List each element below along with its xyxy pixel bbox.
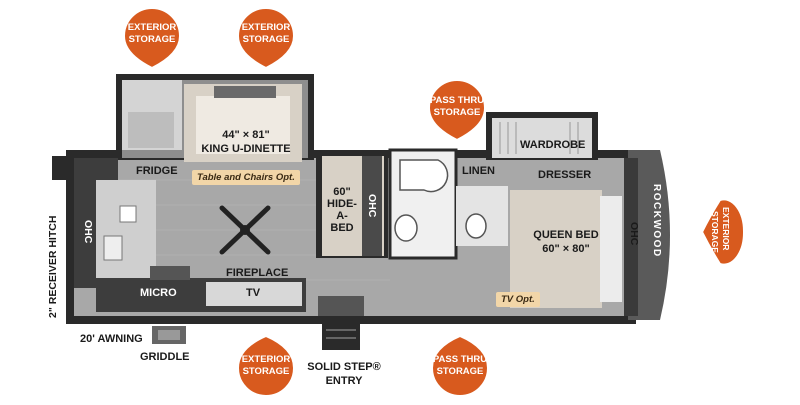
awning-label: 20' AWNING [80, 333, 143, 345]
griddle-label: GRIDDLE [140, 351, 190, 363]
front-ohc-label: OHC [628, 222, 640, 246]
receiver-hitch [52, 156, 66, 180]
badge-line: PASS THRU [432, 354, 488, 365]
queen-bed [510, 190, 602, 308]
cooktop [119, 205, 137, 223]
badge-exterior-storage-top-center: EXTERIOR STORAGE [242, 22, 291, 46]
solid-step-label: SOLID STEP® [307, 361, 381, 373]
dresser-label: DRESSER [538, 169, 592, 181]
badge-line: EXTERIOR [127, 22, 177, 33]
tv-label: TV [246, 287, 261, 299]
griddle-surface [158, 330, 180, 340]
brand-label: ROCKWOOD [651, 184, 662, 258]
u-dinette-cushion [196, 96, 290, 154]
badge-exterior-storage-bottom: EXTERIOR STORAGE [242, 354, 291, 378]
badge-pass-thru-storage-bottom: PASS THRU STORAGE [433, 354, 487, 378]
hide-a-bed-ohc [362, 156, 382, 256]
rear-ohc-label: OHC [82, 220, 94, 244]
tv-option: TV Opt. [496, 292, 540, 307]
wardrobe-label: WARDROBE [520, 139, 586, 151]
badge-line: EXTERIOR [241, 354, 291, 365]
entry-door [318, 296, 364, 316]
dinette-size-label: 44" × 81" [222, 129, 270, 141]
queen-bed-size-label: 60" × 80" [542, 243, 590, 255]
fireplace-label: FIREPLACE [226, 267, 289, 279]
badge-exterior-storage-top-left: EXTERIOR STORAGE [128, 22, 177, 46]
badges [122, 6, 746, 397]
solid-step [322, 322, 360, 350]
micro-label: MICRO [140, 287, 177, 299]
badge-pass-thru-storage-top: PASS THRU STORAGE [430, 95, 484, 119]
front-ohc [624, 158, 638, 316]
microwave [150, 266, 190, 280]
table-chairs-option: Table and Chairs Opt. [192, 170, 300, 185]
hide-a-bed-ohc-label: OHC [366, 194, 378, 218]
queen-bed-label: QUEEN BED [533, 229, 599, 241]
hide-a-bed-label: 60" HIDE- A- BED [322, 186, 362, 234]
front-cap [628, 150, 670, 320]
badge-line: PASS THRU [429, 95, 485, 106]
shower [399, 159, 449, 193]
solid-step-treads [326, 329, 356, 339]
badge-line: STORAGE [242, 366, 290, 377]
toilet [394, 214, 418, 242]
hide-a-bed-line: A- [336, 210, 348, 222]
badge-line: EXTERIOR [241, 22, 291, 33]
fridge-cabinet [128, 112, 174, 148]
linen-label: LINEN [462, 165, 495, 177]
ceiling-fan-hub [240, 225, 250, 235]
kitchen-sink [103, 235, 123, 261]
fridge-label: FRIDGE [136, 165, 178, 177]
badge-line: STORAGE [242, 34, 290, 45]
hide-a-bed-line: HIDE- [327, 198, 357, 210]
receiver-hitch-text: 2" RECEIVER HITCH [47, 215, 59, 318]
hide-a-bed-line: BED [330, 222, 354, 234]
entry-label: ENTRY [325, 375, 363, 387]
wardrobe-hangers [499, 122, 579, 154]
badge-exterior-storage-right-line1: EXTERIOR [721, 207, 731, 251]
badge-line: STORAGE [436, 366, 484, 377]
kitchen-counter [96, 180, 156, 286]
dinette-name-label: KING U-DINETTE [201, 143, 291, 155]
hide-a-bed-line: 60" [333, 186, 351, 198]
sink [465, 213, 487, 239]
tv-cabinet [206, 282, 302, 306]
badge-line: STORAGE [433, 107, 481, 118]
dinette-window [214, 86, 276, 98]
wardrobe [492, 118, 592, 158]
pillows [600, 196, 622, 302]
badge-line: STORAGE [128, 34, 176, 45]
badge-exterior-storage-right-line2: STORAGE [710, 211, 720, 253]
